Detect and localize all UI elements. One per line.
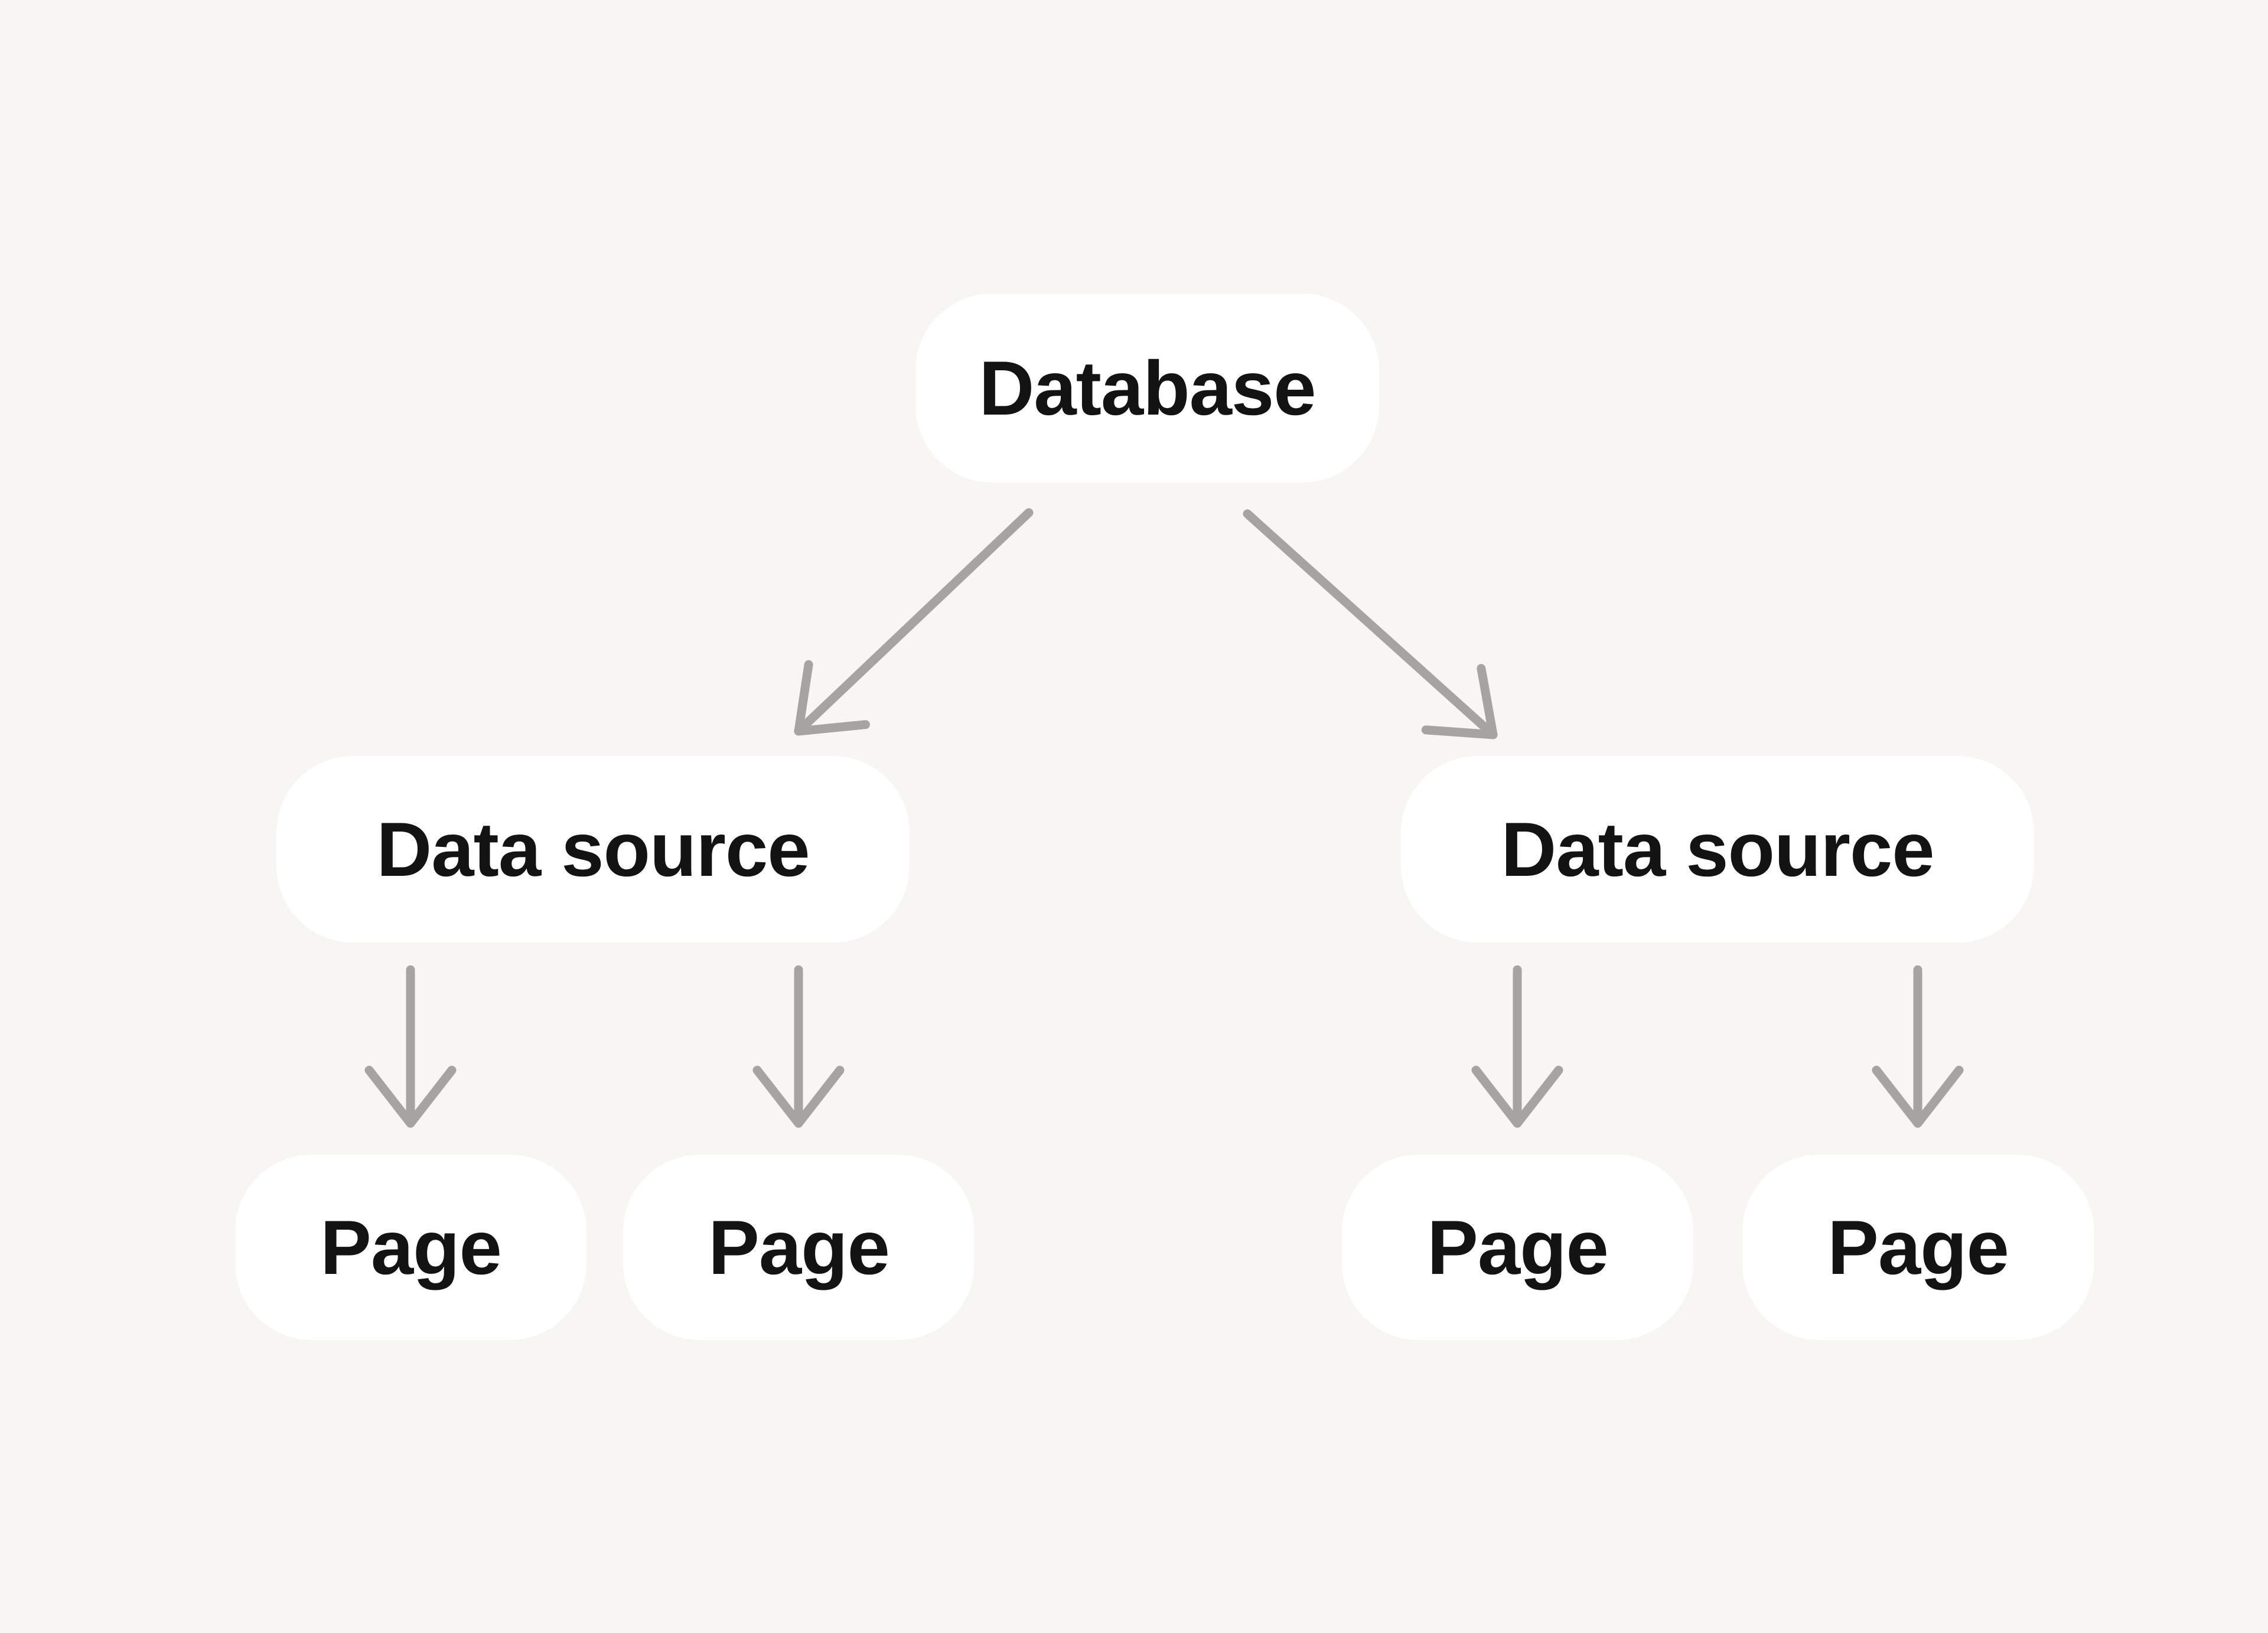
node-database-label: Database — [979, 345, 1316, 431]
node-page-3-label: Page — [1427, 1204, 1609, 1290]
arrow-database-to-data-source-right — [1243, 509, 1498, 739]
node-page-2: Page — [623, 1155, 975, 1340]
node-data-source-right: Data source — [1401, 756, 2034, 943]
node-database: Database — [915, 294, 1379, 483]
node-data-source-left-label: Data source — [376, 806, 810, 892]
node-page-2-label: Page — [708, 1204, 890, 1290]
node-data-source-right-label: Data source — [1501, 806, 1934, 892]
node-page-3: Page — [1342, 1155, 1693, 1340]
node-page-1: Page — [235, 1155, 586, 1340]
node-data-source-left: Data source — [276, 756, 910, 943]
node-page-4-label: Page — [1827, 1204, 2009, 1290]
node-page-1-label: Page — [320, 1204, 502, 1290]
node-page-4: Page — [1742, 1155, 2094, 1340]
arrow-database-to-data-source-left — [794, 508, 1034, 736]
